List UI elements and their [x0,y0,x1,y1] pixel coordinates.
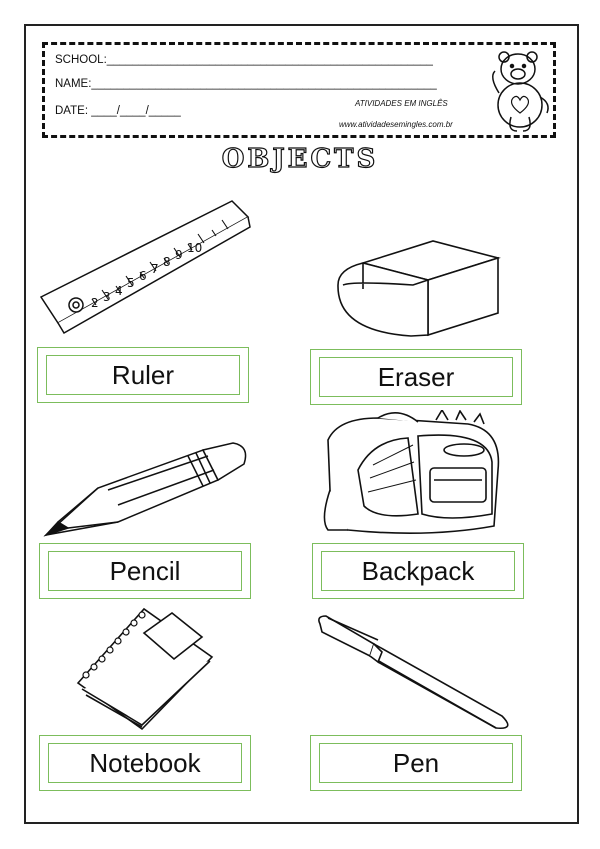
backpack-illustration [323,410,500,534]
worksheet-title: OBJECTS [0,140,600,179]
svg-text:4: 4 [115,284,123,298]
label-box-ruler: Ruler [37,347,249,403]
pen-illustration [318,615,509,730]
brand-url: www.atividadesemingles.com.br [339,120,453,129]
label-notebook[interactable]: Notebook [48,743,242,783]
label-box-eraser: Eraser [310,349,522,405]
date-field[interactable]: DATE: ____/____/_____ [55,105,181,117]
svg-text:3: 3 [103,290,111,304]
page-frame [24,24,579,824]
label-box-pencil: Pencil [39,543,251,599]
label-pencil[interactable]: Pencil [48,551,242,591]
label-backpack[interactable]: Backpack [321,551,515,591]
svg-text:9: 9 [175,248,183,262]
title-text: OBJECTS [222,144,379,174]
label-box-pen: Pen [310,735,522,791]
svg-text:2: 2 [91,296,99,310]
eraser-illustration [337,240,501,337]
notebook-illustration [76,607,214,731]
svg-text:5: 5 [127,276,135,290]
label-ruler[interactable]: Ruler [46,355,240,395]
label-box-backpack: Backpack [312,543,524,599]
brand-title: ATIVIDADES EM INGLÊS [355,99,448,108]
svg-text:10: 10 [187,241,202,255]
svg-text:7: 7 [151,262,159,276]
name-field[interactable]: NAME:___________________________________… [55,78,437,90]
svg-text:8: 8 [163,255,171,269]
label-box-notebook: Notebook [39,735,251,791]
label-pen[interactable]: Pen [319,743,513,783]
pencil-illustration [43,442,247,537]
school-field[interactable]: SCHOOL:_________________________________… [55,54,433,66]
svg-text:6: 6 [139,269,147,283]
student-info-header: SCHOOL:_________________________________… [42,42,556,138]
care-bear-icon [492,51,549,132]
label-eraser[interactable]: Eraser [319,357,513,397]
